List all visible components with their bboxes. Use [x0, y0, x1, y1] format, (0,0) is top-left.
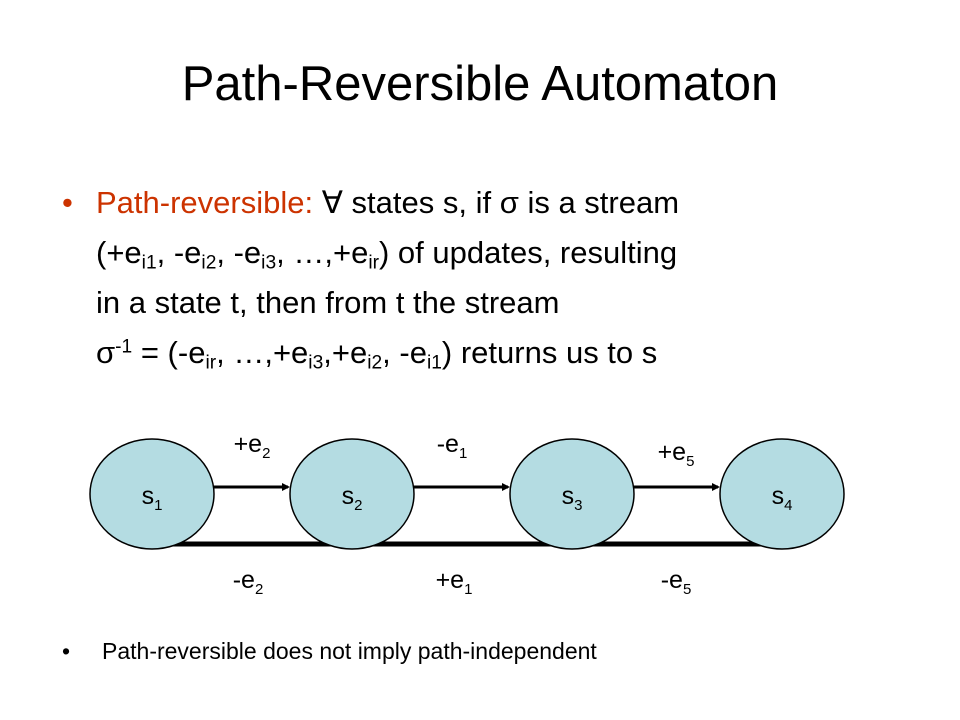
- svg-text:s2: s2: [342, 482, 363, 514]
- state-s2-sub: 2: [354, 497, 362, 514]
- bullet-marker: •: [62, 185, 73, 220]
- definition-term: Path-reversible:: [96, 185, 314, 220]
- definition-line-3: in a state t, then from t the stream: [96, 285, 560, 320]
- definition-text: Path-reversible: ∀ states s, if σ is a s…: [96, 178, 922, 378]
- state-s3-sub: 3: [574, 497, 582, 514]
- state-s3: s3: [509, 438, 635, 550]
- state-s1-sub: 1: [154, 497, 162, 514]
- slide-title: Path-Reversible Automaton: [181, 57, 779, 111]
- svg-text:s3: s3: [562, 482, 583, 514]
- note-bullet: • Path-reversible does not imply path-in…: [62, 634, 922, 668]
- backward-label-3: -e5: [661, 566, 692, 598]
- forward-label-1: +e2: [234, 430, 271, 462]
- state-s2-base: s: [342, 482, 355, 510]
- state-s3-base: s: [562, 482, 575, 510]
- forall-symbol: ∀: [321, 185, 343, 220]
- note-text: Path-reversible does not imply path-inde…: [102, 638, 597, 664]
- state-s1: s1: [89, 438, 215, 550]
- backward-label-1: -e2: [233, 566, 264, 598]
- definition-bullet: • Path-reversible: ∀ states s, if σ is a…: [62, 178, 922, 378]
- definition-line-4: σ-1 = (-eir, …,+ei3,+ei2, -ei1) returns …: [96, 335, 658, 374]
- automaton-diagram: s1 s2 s3 s4 +e2 -e1 +e5 -e2 +e1 -e5: [89, 430, 845, 598]
- forward-label-2: -e1: [437, 430, 468, 462]
- svg-text:s1: s1: [142, 482, 163, 514]
- state-s4: s4: [719, 438, 845, 550]
- definition-line-2: (+ei1, -ei2, -ei3, …,+eir) of updates, r…: [96, 235, 678, 274]
- backward-label-2: +e1: [436, 566, 473, 598]
- state-s4-base: s: [772, 482, 785, 510]
- state-s1-base: s: [142, 482, 155, 510]
- note-bullet-marker: •: [62, 638, 71, 664]
- definition-line-1: Path-reversible: ∀ states s, if σ is a s…: [96, 185, 680, 220]
- svg-text:s4: s4: [772, 482, 793, 514]
- forward-label-3: +e5: [658, 438, 695, 470]
- state-s2: s2: [289, 438, 415, 550]
- state-s4-sub: 4: [784, 497, 792, 514]
